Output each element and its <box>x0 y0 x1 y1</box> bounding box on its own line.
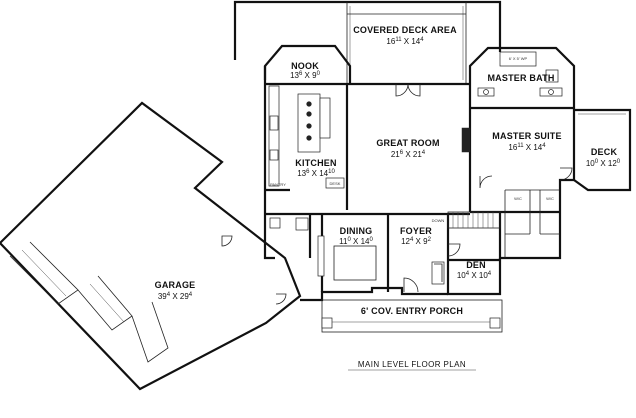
garage-outline <box>0 101 302 391</box>
bar-stool <box>306 111 312 117</box>
den-label: DEN <box>466 260 486 270</box>
deck-door-swing <box>559 167 573 181</box>
great-room-dimensions: 216 X 214 <box>391 150 426 159</box>
dining-dimensions: 110 X 140 <box>339 237 373 246</box>
pantry-label: PANTRY <box>270 182 286 187</box>
interior-walls <box>265 82 574 292</box>
garage-door-middle <box>77 275 133 331</box>
tub-label: 6' X 5' WP <box>509 56 528 61</box>
porch-outline <box>321 299 503 333</box>
great-room-label: GREAT ROOM <box>376 138 439 148</box>
great-room-fixtures <box>395 83 573 189</box>
deck-dimensions: 100 X 120 <box>586 159 621 168</box>
front-door-swing <box>403 277 419 293</box>
patio-door-right-swing <box>407 83 421 97</box>
master-suite-dimensions: 1611 X 144 <box>508 143 546 152</box>
kitchen-label: KITCHEN <box>295 158 336 168</box>
coat-closet <box>431 261 445 285</box>
master-bath-fixtures <box>477 51 563 97</box>
island-bar <box>319 97 331 139</box>
covered-deck-dimensions: 1611 X 144 <box>386 37 424 46</box>
toilet <box>269 217 281 229</box>
south-wall <box>300 286 448 302</box>
kitchen-dimensions: 136 X 1410 <box>297 169 335 178</box>
closet-door <box>434 263 443 282</box>
desk-label: DESK <box>330 181 341 186</box>
kitchen-counter <box>268 85 280 187</box>
master-bath-label: MASTER BATH <box>487 73 554 83</box>
laundry <box>295 217 309 231</box>
foyer-label: FOYER <box>400 226 432 236</box>
house-exterior-walls <box>263 44 576 302</box>
down-label: DOWN <box>432 218 445 223</box>
garage-dimensions: 394 X 294 <box>158 292 193 301</box>
entry-porch <box>321 299 503 333</box>
lower-fixtures <box>317 235 461 293</box>
porch-post <box>489 317 501 329</box>
master-suite-south-wall <box>498 172 576 260</box>
den-door-swing <box>447 243 461 257</box>
bar-stool <box>306 135 312 141</box>
sink <box>548 89 554 95</box>
garage-door-swing <box>221 235 233 247</box>
sink <box>483 89 489 95</box>
hutch <box>317 235 325 277</box>
garage-wing <box>0 101 302 391</box>
door-panel-line <box>89 283 125 323</box>
room-labels: COVERED DECK AREA 1611 X 144 NOOK 136 X … <box>155 25 621 371</box>
right-deck <box>573 108 632 192</box>
porch-label: 6' COV. ENTRY PORCH <box>361 306 463 316</box>
shower <box>545 69 559 83</box>
desk <box>325 177 345 189</box>
deck-rail <box>233 0 502 60</box>
kitchen-fixtures <box>268 85 345 231</box>
garage-house-door-swing <box>275 293 287 305</box>
dishwasher <box>269 149 279 161</box>
master-suite-label: MASTER SUITE <box>492 131 561 141</box>
foyer-dimensions: 124 X 92 <box>401 237 431 246</box>
patio-door-left-swing <box>395 83 409 97</box>
closet-label: W/C <box>514 196 522 201</box>
dining-rug <box>333 245 377 281</box>
deck-label: DECK <box>591 147 618 157</box>
garage-label: GARAGE <box>155 280 196 290</box>
plan-caption: MAIN LEVEL FLOOR PLAN <box>358 360 466 369</box>
porch-post <box>321 317 333 329</box>
door-panel-line <box>21 249 67 297</box>
nook-dimensions: 136 X 90 <box>290 71 320 80</box>
stairs <box>447 211 501 229</box>
den-dimensions: 104 X 104 <box>457 271 492 280</box>
bar-stool <box>306 101 312 107</box>
master-bath-bay-wall <box>468 46 576 172</box>
stair-outline <box>447 211 501 229</box>
deck-outline <box>573 108 632 192</box>
closet-label: W/C <box>546 196 554 201</box>
kitchen-west-wall <box>263 66 275 260</box>
covered-deck-area <box>233 0 502 84</box>
nook-label: NOOK <box>291 61 319 71</box>
master-door-swing <box>479 175 493 189</box>
whirlpool-tub <box>499 51 537 67</box>
kitchen-sink <box>269 115 279 131</box>
covered-deck-label: COVERED DECK AREA <box>353 25 457 35</box>
bar-stool <box>306 123 312 129</box>
garage-door-right <box>131 301 169 363</box>
dining-label: DINING <box>340 226 373 236</box>
fireplace <box>461 127 471 153</box>
garage-door-left <box>9 241 79 305</box>
den-walls <box>446 258 502 296</box>
